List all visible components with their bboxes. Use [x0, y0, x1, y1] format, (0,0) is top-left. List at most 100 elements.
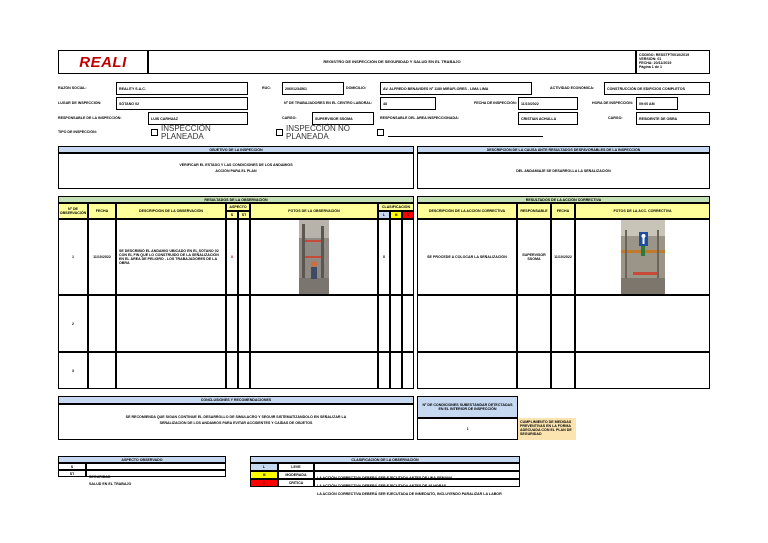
clas-level-text: CRÍTICA	[288, 481, 304, 485]
fecha-label: FECHA DE INSPECCIÓN:	[474, 101, 517, 105]
table-row-l: X	[378, 219, 390, 295]
form-title: REGISTRO DE INSPECCIÓN DE SEGURIDAD Y SA…	[323, 60, 461, 64]
no-planeada-label: INSPECCIÓN NO PLANEADA	[286, 124, 351, 141]
lugar-label: LUGAR DE INSPECCIÓN:	[58, 101, 102, 105]
table-row-foto	[250, 352, 378, 389]
causa-box: DEL ANDAMIAJE SE DESARROLLA LA SEÑALIZAC…	[417, 153, 710, 189]
accion-row-fecha	[551, 352, 575, 389]
col-s-header: S	[226, 211, 238, 219]
table-row-s	[226, 295, 238, 352]
accion-header: RESULTADOS DE LA ACCIÓN CORRECTIVA	[417, 196, 710, 203]
table-row-n: 2	[58, 295, 88, 352]
objetivo-title: OBJETIVO DE LA INSPECCIÓN	[209, 147, 263, 152]
col-st-label: ST	[241, 213, 247, 217]
clas-code-text: C	[262, 481, 266, 485]
actividad-label: ACTIVIDAD ECONÓMICA:	[550, 86, 595, 90]
col-accion-foto-header: FOTOS DE LA ACC. CORRECTIVA	[575, 203, 710, 219]
logo-box: REALI	[58, 50, 148, 74]
objetivo-line: ACCIÓN PARA EL PLAN	[215, 169, 257, 173]
clas-level: CRÍTICA	[278, 479, 314, 487]
accion-row-foto	[575, 219, 710, 295]
cargo2-label: CARGO:	[608, 116, 623, 120]
actividad-field[interactable]: CONSTRUCCIÓN DE EDIFICIOS COMPLETOS	[604, 82, 710, 95]
conclusiones-line: SE RECOMIENDA QUE SIGAN CONTINUE EL DESA…	[125, 415, 347, 419]
ruc-label: RUC:	[262, 86, 271, 90]
table-row-m	[390, 352, 402, 389]
clas-code-leve: L	[250, 463, 278, 471]
col-c-label: C	[406, 213, 410, 217]
fecha-field[interactable]: 11/10/2022	[518, 97, 578, 110]
legend-code-text: S	[70, 464, 74, 469]
legend-code: S	[58, 463, 86, 470]
accion-row-desc	[417, 352, 517, 389]
cargo-field[interactable]: SUPERVISOR SSOMA	[312, 112, 374, 125]
no-planeada-checkbox[interactable]	[276, 129, 283, 136]
col-clas-label: CLASIFICACIÓN	[381, 205, 411, 209]
conclusiones-title: CONCLUSIONES Y RECOMENDACIONES	[200, 398, 272, 402]
resp-inspeccion-field[interactable]: LUIS CARHUAZ	[148, 112, 248, 125]
obs-fecha: 11/10/2022	[93, 255, 111, 259]
col-accion-desc-header: DESCRIPCIÓN DE LA ACCIÓN CORRECTIVA	[417, 203, 517, 219]
resp-area-field[interactable]: CRISTIAN ACHULLA	[518, 112, 578, 125]
cantidad-title: Nº DE CONDICIONES SUBESTÁNDAR DETECTADAS…	[422, 403, 513, 411]
domicilio-field[interactable]: AV. ALFREDO BENAVIDES Nº 1180 MIRAFLORES…	[380, 82, 532, 95]
col-clas-header: CLASIFICACIÓN	[378, 203, 414, 211]
causa-header: DESCRIPCIÓN DE LA CAUSA ANTE RESULTADOS …	[417, 146, 710, 153]
causa-title: DESCRIPCIÓN DE LA CAUSA ANTE RESULTADOS …	[486, 147, 641, 152]
planeada-label: INSPECCIÓN PLANEADA	[161, 124, 211, 141]
accion-row-resp: SUPERVISOR SSOMA	[517, 219, 551, 295]
hora-field[interactable]: 09:00 AM	[636, 97, 678, 110]
col-m-header: M	[390, 211, 402, 219]
col-desc-header: DESCRIPCIÓN DE LA OBSERVACIÓN	[116, 203, 226, 219]
col-st-header: ST	[238, 211, 250, 219]
table-row-desc	[116, 295, 226, 352]
other-line	[388, 136, 543, 137]
accion-row-fecha: 11/10/2022	[551, 219, 575, 295]
col-c-header: C	[402, 211, 414, 219]
obs-header: RESULTADOS DE LA OBSERVACIÓN	[58, 196, 414, 203]
table-row-foto	[250, 219, 378, 295]
objetivo-line: VERIFICAR EL ESTADO Y LAS CONDICIONES DE…	[179, 163, 293, 167]
col-accion-fecha-header: FECHA	[551, 203, 575, 219]
cargo2-field[interactable]: RESIDENTE DE OBRA	[636, 112, 710, 125]
clas-level: MODERADA	[278, 471, 314, 479]
clas-code-text: L	[262, 465, 266, 469]
planeada-checkbox[interactable]	[151, 129, 158, 136]
col-s-label: S	[230, 213, 234, 217]
other-checkbox[interactable]	[377, 129, 384, 136]
clas-legend-header: CLASIFICACIÓN DE LA OBSERVACIÓN	[250, 456, 520, 463]
ruc-field[interactable]: 20601234561	[282, 82, 344, 95]
clas-desc: LA ACCIÓN CORRECTIVA DEBERÁ SER EJECUTAD…	[314, 479, 520, 496]
correction-photo	[620, 220, 665, 294]
resp-inspeccion-label: RESPONSABLE DE LA INSPECCIÓN:	[58, 116, 122, 120]
trabajadores-field[interactable]: 48	[380, 97, 436, 110]
conclusiones-box: SE RECOMIENDA QUE SIGAN CONTINUE EL DESA…	[58, 404, 414, 440]
col-desc-label: DESCRIPCIÓN DE LA OBSERVACIÓN	[138, 209, 204, 213]
legend-code-text: ST	[69, 471, 75, 476]
legend-text: SEGURIDAD	[86, 463, 226, 479]
col-resp-header: RESPONSABLE	[517, 203, 551, 219]
domicilio-label: DOMICILIO:	[346, 86, 367, 90]
table-row-l	[378, 295, 390, 352]
doc-code-line: CÓDIGO: RESSTFT0010/2019	[639, 53, 690, 57]
legend-code: ST	[58, 470, 86, 477]
accion-row-resp	[517, 352, 551, 389]
cantidad-box: 1	[417, 418, 518, 440]
obs-title: RESULTADOS DE LA OBSERVACIÓN	[204, 197, 268, 202]
resp-area-label: RESPONSABLE DEL ÁREA INSPECCIONADA:	[380, 116, 459, 120]
col-l-header: L	[378, 211, 390, 219]
col-fecha-header: FECHA	[88, 203, 116, 219]
table-row-l	[378, 352, 390, 389]
table-row-st	[238, 295, 250, 352]
accion-row-desc: SE PROCEDE A COLOCAR LA SEÑALIZACIÓN	[417, 219, 517, 295]
table-row-m	[390, 295, 402, 352]
table-row-n: 3	[58, 352, 88, 389]
table-row-s: X	[226, 219, 238, 295]
col-aspecto-label: ASPECTO	[229, 205, 247, 209]
razon-social-label: RAZÓN SOCIAL:	[58, 86, 87, 90]
lugar-field[interactable]: SÓTANO 02	[116, 97, 248, 110]
aspecto-legend-title: ASPECTO OBSERVADO	[121, 457, 163, 462]
accion-row-desc	[417, 295, 517, 352]
razon-social-field[interactable]: REALITY S.A.C.	[116, 82, 248, 95]
cantidad-header: Nº DE CONDICIONES SUBESTÁNDAR DETECTADAS…	[417, 396, 518, 418]
